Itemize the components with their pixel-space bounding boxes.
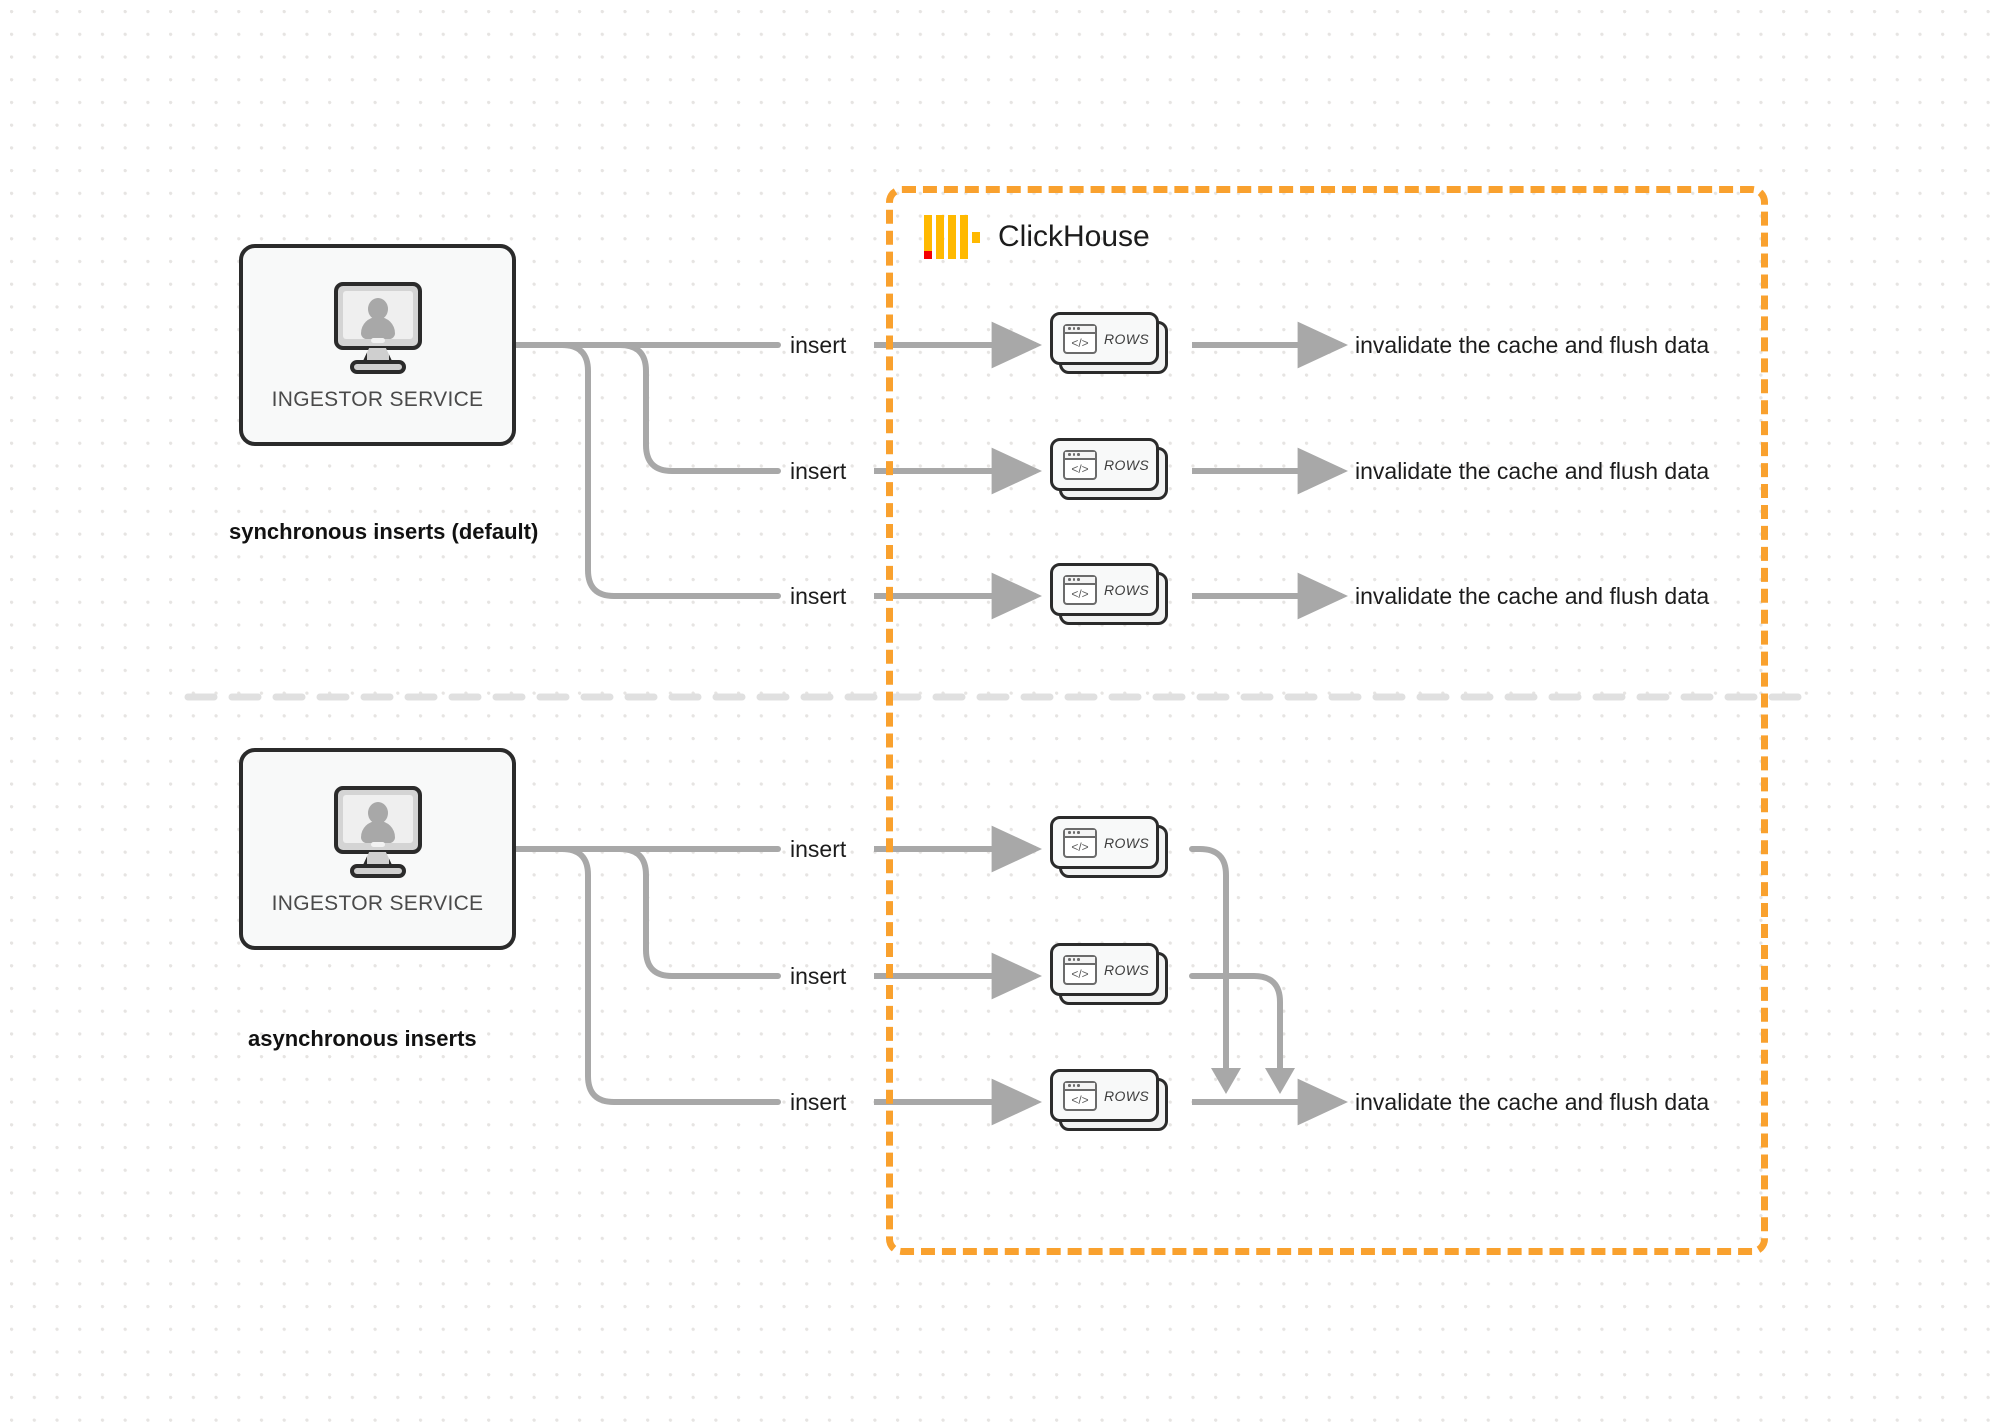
code-window-icon: </>	[1063, 1080, 1097, 1111]
code-window-icon: </>	[1063, 954, 1097, 985]
rows-card-front: </> ROWS	[1050, 816, 1159, 869]
avatar-body	[360, 821, 395, 843]
logo-bar-3	[948, 215, 956, 259]
code-glyph: </>	[1071, 966, 1089, 981]
rows-node-sync-3[interactable]: </> ROWS	[1050, 563, 1168, 625]
caption-synchronous: synchronous inserts (default)	[229, 519, 539, 544]
insert-label-async-2: insert	[790, 963, 847, 989]
result-label-sync-1: invalidate the cache and flush data	[1355, 332, 1710, 358]
rows-node-async-2[interactable]: </> ROWS	[1050, 943, 1168, 1005]
rows-node-label: ROWS	[1104, 456, 1150, 473]
monitor-notch	[370, 338, 385, 343]
logo-square	[972, 232, 980, 243]
window-titlebar	[1065, 956, 1095, 965]
monitor-base	[349, 864, 406, 878]
logo-red-marker	[924, 251, 932, 259]
rows-node-async-3[interactable]: </> ROWS	[1050, 1069, 1168, 1131]
rows-card-front: </> ROWS	[1050, 563, 1159, 616]
window-titlebar	[1065, 829, 1095, 838]
rows-node-label: ROWS	[1104, 330, 1150, 347]
rows-node-label: ROWS	[1104, 1087, 1150, 1104]
ingestor-service-label-async: INGESTOR SERVICE	[271, 892, 484, 915]
ingestor-service-sync[interactable]: INGESTOR SERVICE	[239, 244, 516, 446]
ingestor-service-label-sync: INGESTOR SERVICE	[271, 388, 484, 411]
clickhouse-branding: ClickHouse	[924, 215, 1150, 259]
rows-card-front: </> ROWS	[1050, 312, 1159, 365]
window-titlebar	[1065, 1082, 1095, 1091]
result-label-async-merged: invalidate the cache and flush data	[1355, 1089, 1710, 1115]
window-titlebar	[1065, 451, 1095, 460]
rows-node-sync-2[interactable]: </> ROWS	[1050, 438, 1168, 500]
code-window-icon: </>	[1063, 323, 1097, 354]
clickhouse-logo	[924, 215, 980, 259]
result-label-sync-2: invalidate the cache and flush data	[1355, 458, 1710, 484]
avatar-head	[367, 802, 388, 824]
rows-node-sync-1[interactable]: </> ROWS	[1050, 312, 1168, 374]
code-window-icon: </>	[1063, 449, 1097, 480]
rows-node-label: ROWS	[1104, 961, 1150, 978]
rows-card-front: </> ROWS	[1050, 1069, 1159, 1122]
rows-card-front: </> ROWS	[1050, 438, 1159, 491]
logo-bar-1	[924, 215, 932, 259]
code-glyph: </>	[1071, 335, 1089, 350]
rows-node-label: ROWS	[1104, 834, 1150, 851]
rows-node-async-1[interactable]: </> ROWS	[1050, 816, 1168, 878]
monitor-user-icon	[330, 282, 426, 374]
window-titlebar	[1065, 576, 1095, 585]
insert-label-sync-2: insert	[790, 458, 847, 484]
code-glyph: </>	[1071, 586, 1089, 601]
insert-label-sync-1: insert	[790, 332, 847, 358]
insert-label-async-1: insert	[790, 836, 847, 862]
insert-label-async-3: insert	[790, 1089, 847, 1115]
window-titlebar	[1065, 325, 1095, 334]
code-window-icon: </>	[1063, 574, 1097, 605]
clickhouse-title: ClickHouse	[998, 220, 1150, 253]
result-label-sync-3: invalidate the cache and flush data	[1355, 583, 1710, 609]
monitor-user-icon	[330, 786, 426, 878]
code-glyph: </>	[1071, 1092, 1089, 1107]
monitor-base	[349, 360, 406, 374]
caption-asynchronous: asynchronous inserts	[248, 1026, 477, 1051]
logo-bar-4	[960, 215, 968, 259]
rows-card-front: </> ROWS	[1050, 943, 1159, 996]
avatar-head	[367, 298, 388, 320]
monitor-notch	[370, 842, 385, 847]
code-glyph: </>	[1071, 461, 1089, 476]
insert-label-sync-3: insert	[790, 583, 847, 609]
avatar-body	[360, 317, 395, 339]
logo-bar-2	[936, 215, 944, 259]
code-glyph: </>	[1071, 839, 1089, 854]
rows-node-label: ROWS	[1104, 581, 1150, 598]
clickhouse-boundary	[886, 186, 1768, 1255]
code-window-icon: </>	[1063, 827, 1097, 858]
ingestor-service-async[interactable]: INGESTOR SERVICE	[239, 748, 516, 950]
